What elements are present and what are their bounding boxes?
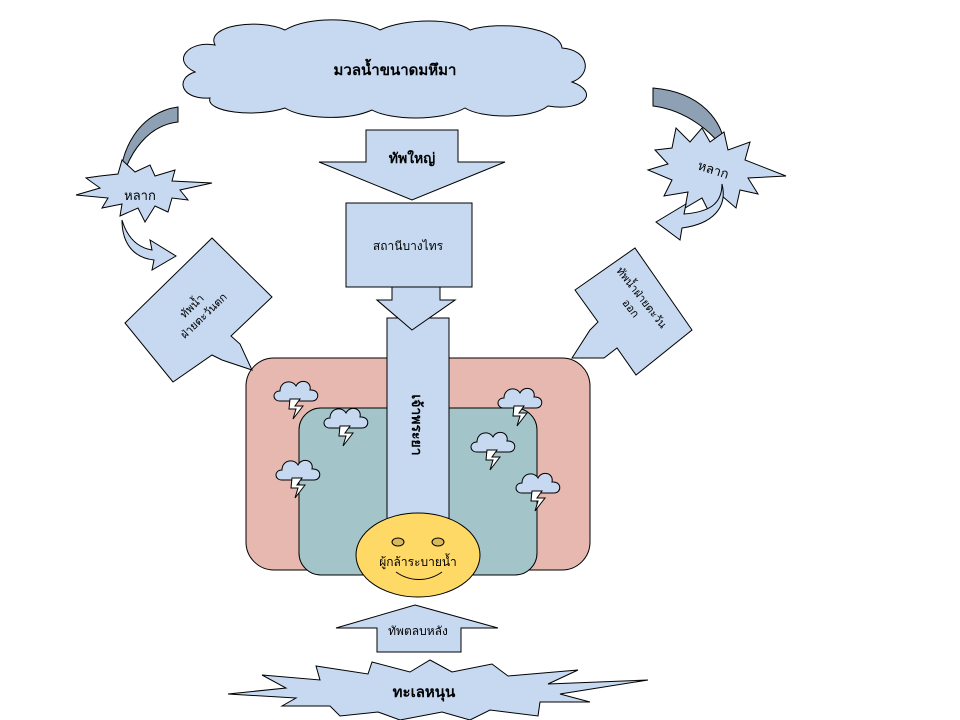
flood-left-label: หลาก: [124, 189, 156, 204]
station-label: สถานีบางไทร: [373, 239, 444, 253]
flood-starburst-right: หลาก: [646, 126, 787, 215]
water-mass-cloud: มวลน้ำขนาดมหึมา: [182, 19, 587, 119]
river-column: เจ้าพระยา: [386, 317, 450, 544]
left-eye-icon: [391, 537, 405, 547]
sea-label: ทะเลหนุน: [393, 683, 456, 702]
station-callout: สถานีบางไทร: [345, 202, 473, 331]
right-small-curve-arrow: [655, 183, 724, 241]
east-army-callout: ทัพน้ำฝ่ายตะวัน ออก: [571, 247, 693, 376]
west-army-callout: ทัพน้ำ ฝ่ายตะวันตก: [124, 237, 273, 383]
main-army-label: ทัพใหญ่: [389, 149, 436, 167]
rear-army-label: ทัพตลบหลัง: [388, 624, 448, 638]
cloud-label: มวลน้ำขนาดมหึมา: [334, 58, 457, 79]
main-army-arrow: ทัพใหญ่: [318, 129, 506, 201]
rear-army-arrow: ทัพตลบหลัง: [335, 604, 499, 653]
station-arrow-tip: [375, 286, 457, 331]
river-label: เจ้าพระยา: [408, 394, 424, 455]
right-eye-icon: [431, 537, 445, 547]
sea-starburst: ทะเลหนุน: [227, 659, 649, 720]
smiley-drainer: ผู้กล้าระบายน้ำ: [355, 512, 481, 598]
left-small-curve-arrow: [121, 219, 177, 271]
smile-icon: [395, 571, 443, 580]
drainer-label: ผู้กล้าระบายน้ำ: [379, 553, 457, 570]
flood-starburst-left: หลาก: [75, 159, 213, 224]
